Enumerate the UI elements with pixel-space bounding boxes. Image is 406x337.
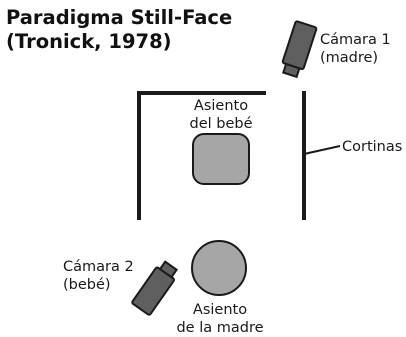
baby-seat <box>192 133 250 185</box>
camera-2-icon <box>131 260 179 316</box>
baby-seat-label-line-2: del bebé <box>189 116 253 132</box>
baby-seat-label-line-1: Asiento <box>193 98 249 114</box>
mother-seat-label-line-1: Asiento <box>192 302 248 318</box>
camera-1-label-line-1: Cámara 1 <box>320 32 391 48</box>
curtains-pointer-line <box>303 145 341 155</box>
curtains-label: Cortinas <box>342 139 403 155</box>
camera-2-label: Cámara 2 (bebé) <box>63 258 134 294</box>
mother-seat-label: Asiento de la madre <box>168 301 272 337</box>
camera-1-icon <box>281 20 318 79</box>
diagram-title: Paradigma Still-Face (Tronick, 1978) <box>6 6 232 54</box>
mother-seat-label-line-2: de la madre <box>176 320 264 336</box>
title-line-2: (Tronick, 1978) <box>6 30 172 53</box>
camera-2-label-line-2: (bebé) <box>63 277 111 293</box>
camera-1-label-line-2: (madre) <box>320 50 379 66</box>
camera-2-label-line-1: Cámara 2 <box>63 259 134 275</box>
title-line-1: Paradigma Still-Face <box>6 6 233 29</box>
baby-seat-label: Asiento del bebé <box>176 97 266 133</box>
camera-1-label: Cámara 1 (madre) <box>320 31 391 67</box>
mother-seat <box>191 240 247 296</box>
